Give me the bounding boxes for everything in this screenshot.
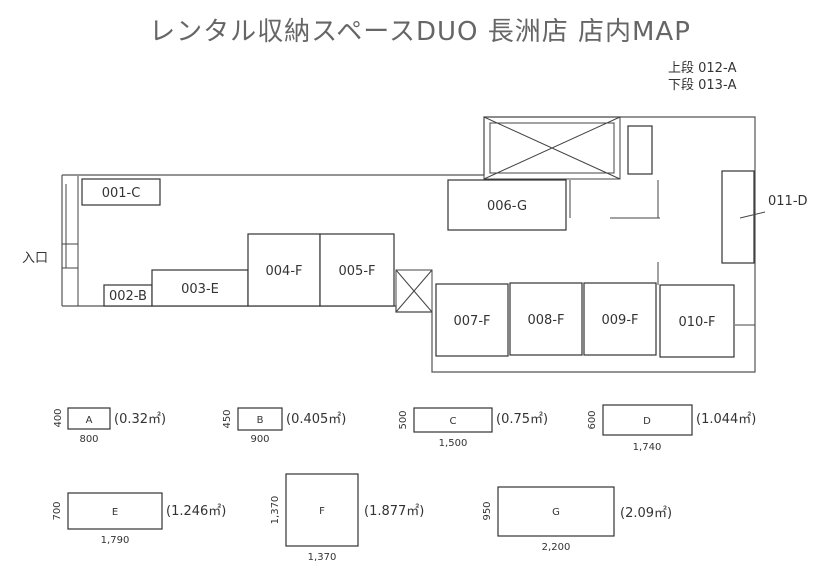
legend-type-letter: G — [552, 507, 560, 518]
legend-depth: 1,370 — [270, 496, 281, 525]
legend-area: (2.09㎡) — [620, 506, 672, 521]
legend-type-letter: A — [86, 415, 93, 426]
legend-depth: 950 — [482, 501, 493, 520]
partitions — [569, 180, 660, 285]
legend-area: (0.75㎡) — [496, 412, 548, 427]
legend-depth: 500 — [398, 410, 409, 429]
unit-010-F[interactable]: 010-F — [659, 284, 735, 358]
legend-type-C: C 500 1,500 (0.75㎡) — [398, 407, 548, 449]
legend-width: 800 — [79, 434, 98, 445]
unit-label: 004-F — [266, 264, 303, 279]
legend-type-letter: F — [319, 506, 325, 517]
unit-002-B[interactable]: 002-B — [103, 284, 153, 307]
legend-width: 2,200 — [542, 542, 571, 553]
legend-width: 1,370 — [308, 552, 337, 563]
unit-004-F[interactable]: 004-F — [247, 233, 321, 307]
legend-type-B: B 450 900 (0.405㎡) — [222, 407, 346, 445]
legend-depth: 450 — [222, 409, 233, 428]
unit-label: 005-F — [339, 264, 376, 279]
shelf-note-lower: 下段 013-A — [668, 78, 737, 93]
unit-001-C[interactable]: 001-C — [81, 178, 161, 206]
unit-label: 003-E — [181, 282, 219, 297]
legend-area: (1.877㎡) — [364, 504, 424, 519]
legend-type-E: E 700 1,790 (1.246㎡) — [52, 492, 226, 546]
legend-type-A: A 400 800 (0.32㎡) — [53, 407, 166, 445]
legend-type-G: G 950 2,200 (2.09㎡) — [482, 486, 672, 553]
unit-label: 009-F — [602, 313, 639, 328]
legend-type-F: F 1,370 1,370 (1.877㎡) — [270, 473, 424, 563]
unit-005-F[interactable]: 005-F — [319, 233, 395, 307]
unit-003-E[interactable]: 003-E — [151, 269, 249, 307]
unit-009-F[interactable]: 009-F — [583, 282, 657, 356]
legend-type-letter: C — [450, 416, 457, 427]
legend-area: (1.044㎡) — [696, 412, 756, 427]
unit-label: 002-B — [109, 289, 147, 304]
elevator-void — [483, 116, 621, 180]
entrance-label: 入口 — [22, 251, 48, 266]
unit-label: 011-D — [768, 194, 808, 209]
unit-label: 010-F — [679, 315, 716, 330]
legend-area: (0.405㎡) — [286, 412, 346, 427]
unit-008-F[interactable]: 008-F — [509, 282, 583, 356]
legend-depth: 600 — [587, 410, 598, 429]
unit-label: 007-F — [454, 314, 491, 329]
unit-012-013-shelf — [627, 125, 653, 175]
shelf-note-upper: 上段 012-A — [668, 61, 737, 76]
legend-depth: 700 — [52, 501, 63, 520]
unit-006-G[interactable]: 006-G — [447, 179, 567, 231]
legend-depth: 400 — [53, 408, 64, 427]
legend-width: 1,500 — [439, 438, 468, 449]
legend-area: (1.246㎡) — [166, 504, 226, 519]
stair-void — [395, 269, 433, 313]
legend-width: 900 — [250, 434, 269, 445]
legend-type-D: D 600 1,740 (1.044㎡) — [587, 404, 756, 453]
unit-011-D[interactable]: 011-D — [721, 170, 808, 264]
unit-label: 008-F — [528, 313, 565, 328]
legend-type-letter: B — [257, 415, 264, 426]
legend-width: 1,740 — [633, 442, 662, 453]
unit-label: 001-C — [102, 186, 141, 201]
unit-007-F[interactable]: 007-F — [435, 283, 509, 357]
legend-type-letter: E — [112, 507, 118, 518]
map-title: レンタル収納スペースDUO 長洲店 店内MAP — [149, 17, 691, 47]
legend-width: 1,790 — [101, 535, 130, 546]
unit-label: 006-G — [487, 199, 527, 214]
legend-area: (0.32㎡) — [114, 412, 166, 427]
legend-type-letter: D — [643, 416, 651, 427]
